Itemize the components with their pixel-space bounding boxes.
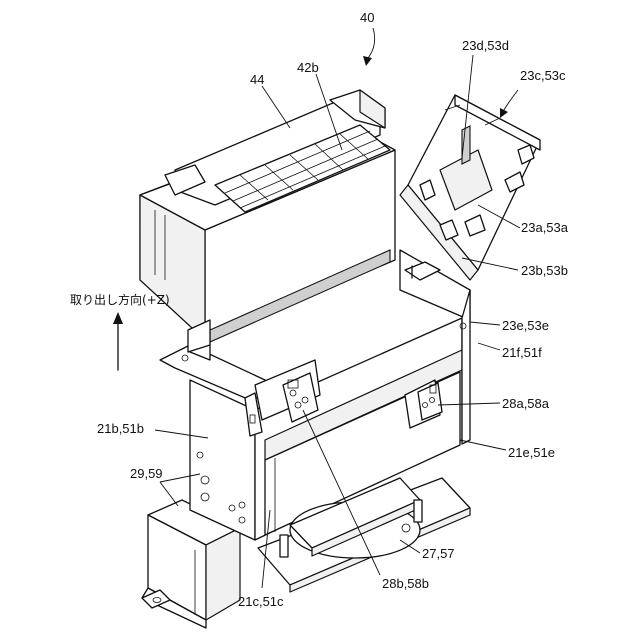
label-21b-51b: 21b,51b (97, 421, 144, 436)
label-23e-53e: 23e,53e (502, 318, 549, 333)
label-44: 44 (250, 72, 264, 87)
label-21c-51c: 21c,51c (238, 594, 284, 609)
label-40: 40 (360, 10, 374, 25)
label-23d-53d: 23d,53d (462, 38, 509, 53)
label-27-57: 27,57 (422, 546, 455, 561)
label-42b: 42b (297, 60, 319, 75)
extraction-direction-arrow (113, 312, 123, 370)
label-28b-58b: 28b,58b (382, 576, 429, 591)
label-28a-58a: 28a,58a (502, 396, 550, 411)
label-29-59: 29,59 (130, 466, 163, 481)
label-21e-51e: 21e,51e (508, 445, 555, 460)
label-23c-53c: 23c,53c (520, 68, 566, 83)
label-23b-53b: 23b,53b (521, 263, 568, 278)
label-21f-51f: 21f,51f (502, 345, 542, 360)
lid-23a (400, 95, 540, 280)
label-extraction-direction: 取り出し方向(+Z) (70, 292, 170, 307)
label-23a-53a: 23a,53a (521, 220, 569, 235)
